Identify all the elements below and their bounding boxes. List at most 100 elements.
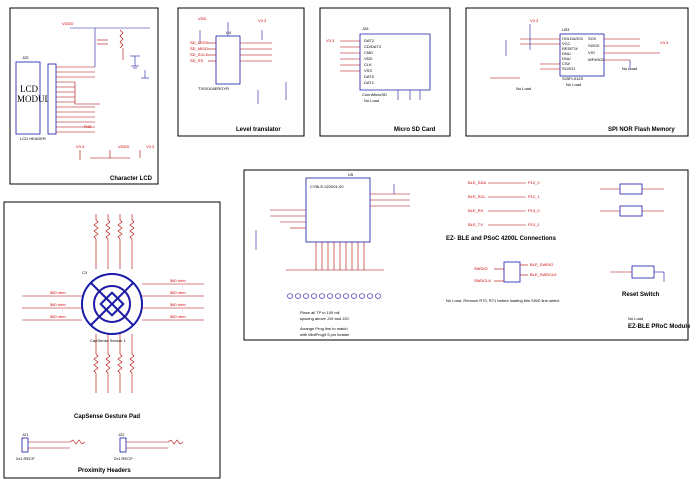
- spi-flash-note: No Load: [566, 82, 581, 87]
- flash-left-1: VCC: [562, 41, 571, 46]
- capsense-top-resistors: [93, 214, 135, 269]
- flash-v33-net-b: V3.3: [660, 40, 669, 45]
- spi-flash-frame: [465, 7, 689, 137]
- spi-flash-note-b: No Load: [516, 86, 531, 91]
- character-lcd-block: LCD MODULE J25 LCD HEADER: [9, 7, 159, 185]
- reset-switch: [610, 265, 665, 282]
- cap-res-5: 560 ohm: [170, 302, 186, 307]
- proximity-headers: [21, 437, 184, 453]
- ble-connection-list: BLE_SDA BLE_SCL BLE_RX BLE_TX P12_0 P12_…: [468, 180, 540, 227]
- micro-sd-note: No Load: [364, 98, 379, 103]
- level-translator-title: Level translator: [236, 127, 281, 133]
- lcd-header-label: LCD HEADER: [20, 136, 46, 141]
- cap-res-6: 560 ohm: [170, 314, 186, 319]
- character-lcd-title: Character LCD: [110, 176, 153, 182]
- level-translator-chip: [215, 35, 241, 85]
- ble-port-0: P12_0: [528, 180, 540, 185]
- lcd-vdd-net: VDDD: [62, 21, 73, 26]
- flash-right-0: SCK: [588, 36, 597, 41]
- capsense-block: C3 CapSense Sensor 1 560 ohm 560 ohm 560…: [3, 201, 221, 479]
- level-vdd-net: VDD: [198, 16, 207, 21]
- cap-res-2: 560 ohm: [50, 314, 66, 319]
- flash-left-5: CS#: [562, 61, 571, 66]
- sd-pin-6: DAT0: [364, 74, 375, 79]
- sd-pin-4: CLK: [364, 62, 372, 67]
- sd-pin-7: DAT1: [364, 80, 375, 85]
- flash-left-0: HOLD#/IO3: [562, 36, 584, 41]
- sd-wires: [340, 40, 421, 100]
- flash-wires: [490, 24, 660, 79]
- ezble-test-note-2: spacing above J19 and J20: [300, 316, 349, 321]
- level-translator-ref: U4: [226, 30, 232, 35]
- flash-left-2: RESET#: [562, 46, 578, 51]
- ble-conn-3: BLE_TX: [468, 222, 483, 227]
- micro-sd-ref: J26: [362, 26, 369, 31]
- capsense-right-lines: 560 ohm 560 ohm 560 ohm 560 ohm: [142, 278, 204, 321]
- lcd-module-body: [15, 61, 41, 135]
- ezble-test-note-1: Place all TP in 100 mil: [300, 310, 340, 315]
- capsense-left-lines: 560 ohm 560 ohm 560 ohm: [22, 290, 82, 321]
- spi-flash-note-c: No Load: [622, 66, 637, 71]
- capsense-ref: C3: [82, 270, 88, 275]
- lcd-module-line2: MODULE: [17, 94, 56, 104]
- ble-port-3: P13_1: [528, 222, 540, 227]
- level-translator-frame: [177, 7, 305, 137]
- swd-3: BLE_SWDCLK: [530, 272, 557, 277]
- sd-pin-5: VSS: [364, 68, 372, 73]
- sd-pin-2: CMD: [364, 50, 373, 55]
- ble-connections-title: EZ- BLE and PSoC 4200L Connections: [446, 236, 557, 242]
- capsense-title: CapSense Gesture Pad: [74, 414, 140, 420]
- swd-note: No Load, Remove R70, R71 before loading …: [446, 298, 560, 303]
- lcd-bottom-nets: [79, 150, 141, 160]
- proximity-ref-b: J22: [118, 432, 125, 437]
- reset-switch-title: Reset Switch: [622, 292, 660, 298]
- ezble-left-wires: [255, 209, 306, 250]
- swd-1: SWDCLK: [474, 278, 491, 283]
- character-lcd-frame: [9, 7, 159, 185]
- cap-res-0: 560 ohm: [50, 290, 66, 295]
- flash-left-3: DNU: [562, 51, 571, 56]
- swd-select: SWDIO SWDCLK BLE_SWDIO BLE_SWDCLK: [474, 261, 557, 283]
- flash-left-6: SO/IO1: [562, 66, 576, 71]
- spi-flash-part: S25FL512S: [562, 76, 583, 81]
- lcd-pin-lines: [56, 66, 100, 133]
- ezble-frame: [243, 169, 689, 341]
- swd-0: SWDIO: [474, 266, 488, 271]
- proximity-label-a: 2x1 RECP: [16, 456, 35, 461]
- micro-sd-title: Micro SD Card: [394, 127, 436, 133]
- level-wires: [199, 22, 287, 104]
- micro-sd-body: [359, 33, 431, 91]
- ezble-right-wires: [370, 184, 410, 207]
- level-left-3: SD_SS: [190, 58, 203, 63]
- proximity-ref-a: J21: [22, 432, 29, 437]
- sd-pin-0: DAT2: [364, 38, 375, 43]
- level-left-2: SD_SCLK: [190, 52, 209, 57]
- lcd-module-line1: LCD: [20, 84, 39, 94]
- flash-left-4: DNU: [562, 56, 571, 61]
- lcd-ref: J25: [22, 55, 29, 60]
- spi-flash-chip: [559, 33, 605, 77]
- lcd-contrast-pot: [70, 27, 150, 79]
- ezble-ref: U5: [348, 172, 354, 177]
- cap-res-1: 560 ohm: [50, 302, 66, 307]
- ezble-module-title: EZ-BLE PRoC Module: [628, 324, 691, 330]
- flash-right-2: VIO: [588, 50, 595, 55]
- ezble-module-note: No Load: [628, 316, 643, 321]
- level-v33-net: V3.3: [258, 18, 267, 23]
- sd-net-label: V3.3: [326, 38, 335, 43]
- spi-flash-title: SPI NOR Flash Memory: [608, 127, 675, 133]
- proximity-label-b: 2x1 RECP: [114, 456, 133, 461]
- ezble-part: CYBLE-022001-00: [310, 184, 344, 189]
- level-left-0: SD_MOSI: [190, 40, 208, 45]
- cap-res-3: 560 ohm: [170, 278, 186, 283]
- micro-sd-frame: [319, 7, 451, 137]
- ezble-test-note-3: Arrange Prog line to match: [300, 326, 348, 331]
- lcd-header-body: [47, 63, 57, 135]
- capsense-bottom-resistors: [93, 334, 135, 393]
- swd-2: BLE_SWDIO: [530, 262, 553, 267]
- flash-right-1: SI/IO0: [588, 43, 600, 48]
- proximity-title: Proximity Headers: [78, 468, 131, 474]
- lcd-r-label: R42: [84, 124, 92, 129]
- ezble-bottom-fanout: [286, 242, 384, 271]
